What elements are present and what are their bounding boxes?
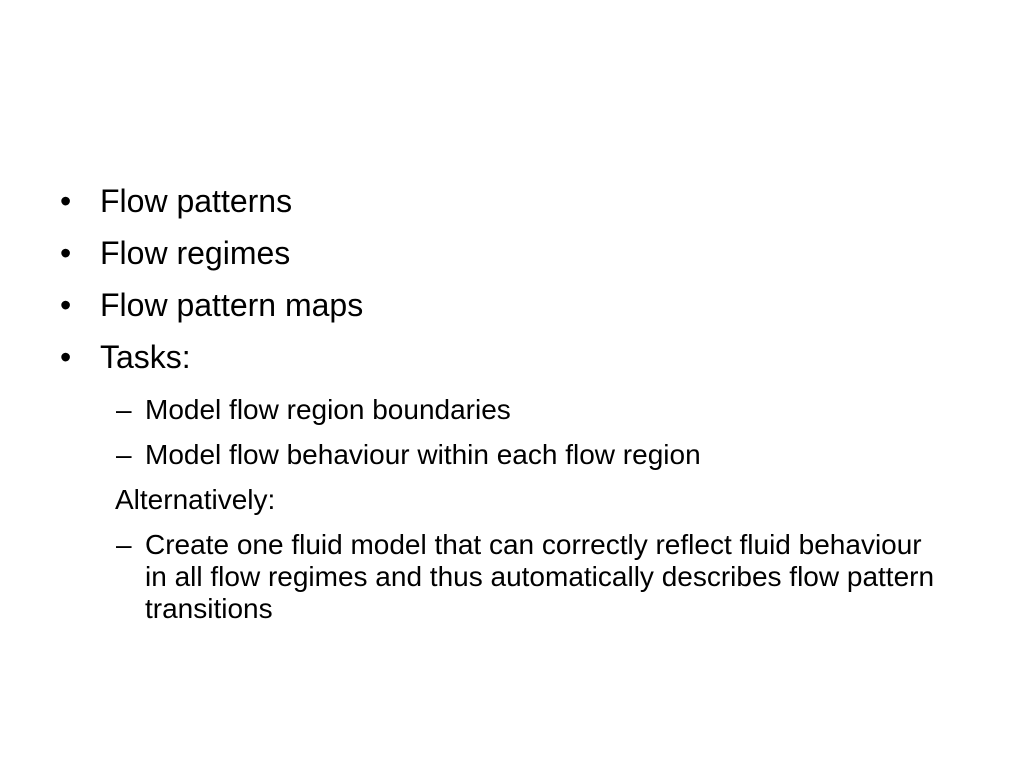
sub-bullet-list: – Model flow region boundaries – Model f… (0, 394, 1024, 638)
sub-item-text: Model flow region boundaries (145, 394, 511, 425)
dash-icon: – (116, 394, 132, 425)
bullet-item-tasks: • Tasks: (0, 338, 1024, 376)
bullet-text: Flow patterns (100, 183, 293, 219)
sub-item-one-fluid-model: – Create one fluid model that can correc… (0, 529, 1024, 625)
dash-icon: – (116, 439, 132, 470)
bullet-item-flow-pattern-maps: • Flow pattern maps (0, 286, 1024, 324)
bullet-icon: • (60, 287, 72, 323)
sub-item-text: Create one fluid model that can correctl… (145, 529, 935, 624)
bullet-icon: • (60, 183, 72, 219)
bullet-item-flow-regimes: • Flow regimes (0, 234, 1024, 272)
bullet-text: Flow regimes (100, 235, 291, 271)
alternatively-label: Alternatively: (115, 484, 276, 515)
dash-icon: – (116, 529, 132, 560)
bullet-icon: • (60, 235, 72, 271)
bullet-icon: • (60, 339, 72, 375)
bullet-text: Tasks: (100, 339, 191, 375)
bullet-list: • Flow patterns • Flow regimes • Flow pa… (0, 182, 1024, 386)
sub-item-text: Model flow behaviour within each flow re… (145, 439, 701, 470)
sub-item-region-boundaries: – Model flow region boundaries (0, 394, 1024, 426)
bullet-item-flow-patterns: • Flow patterns (0, 182, 1024, 220)
sub-item-flow-behaviour: – Model flow behaviour within each flow … (0, 439, 1024, 471)
bullet-text: Flow pattern maps (100, 287, 364, 323)
